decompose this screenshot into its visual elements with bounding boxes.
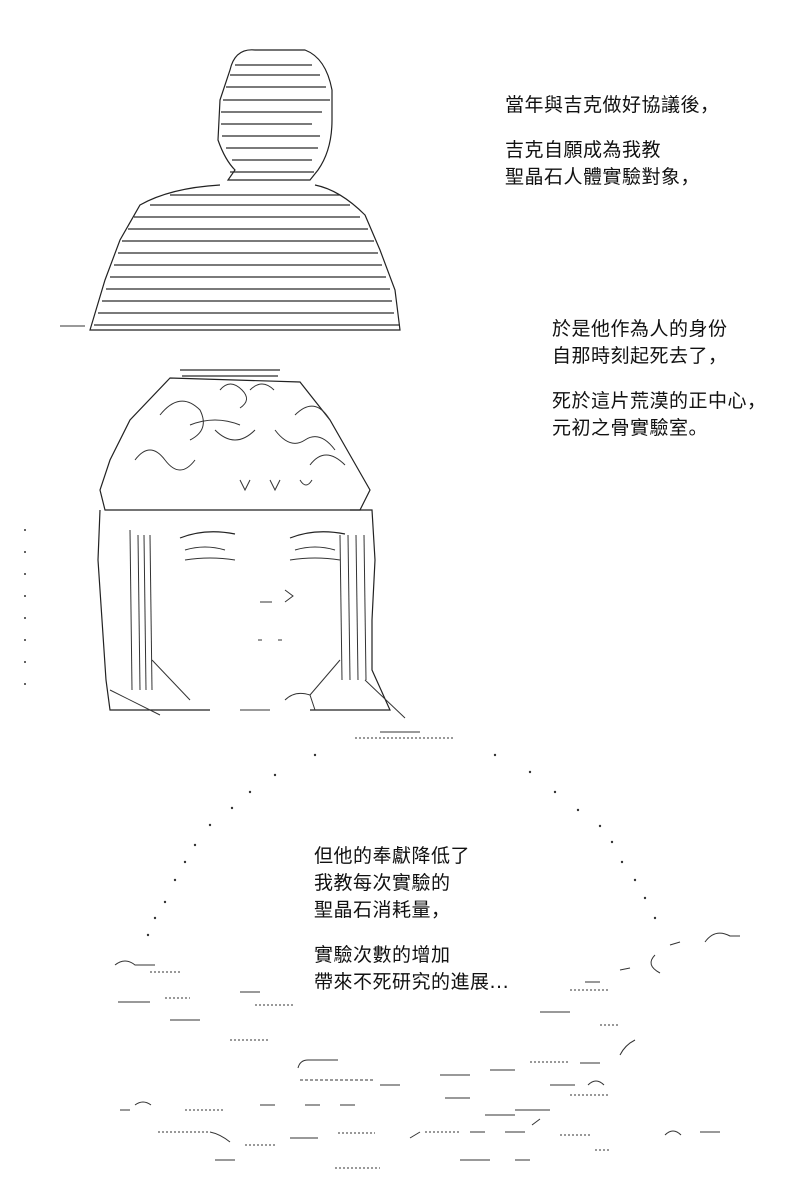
nose (284, 589, 294, 603)
right-eye (289, 531, 346, 539)
caption-panel2: 於是他作為人的身份 自那時刻起死去了， 死於這片荒漠的正中心， 元初之骨實驗室。 (552, 316, 767, 442)
dome-landscape-art (114, 731, 740, 1169)
crowned-face-art (24, 369, 406, 719)
caption-panel3: 但他的奉獻降低了 我教每次實驗的 聖晶石消耗量， 實驗次數的增加 帶來不死研究的… (314, 843, 509, 996)
caption-line: 聖晶石消耗量， (314, 899, 451, 921)
body-hatching (94, 194, 400, 326)
caption-line: 元初之骨實驗室。 (552, 417, 709, 439)
caption-line: 實驗次數的增加 (314, 944, 451, 966)
caption-line: 帶來不死研究的進展... (314, 971, 510, 993)
side-dots (24, 529, 26, 685)
caption-line: 死於這片荒漠的正中心， (552, 390, 767, 412)
caption-panel1: 當年與吉克做好協議後， 吉克自願成為我教 聖晶石人體實驗對象， (505, 92, 720, 191)
panel-dome: 但他的奉獻降低了 我教每次實驗的 聖晶石消耗量， 實驗次數的增加 帶來不死研究的… (0, 720, 800, 1200)
caption-line: 於是他作為人的身份 (552, 318, 728, 340)
caption-line: 聖晶石人體實驗對象， (505, 166, 701, 188)
left-eye (179, 531, 236, 539)
ground-strokes (114, 932, 740, 1169)
head-hatching (221, 64, 330, 173)
crown-hatching (180, 369, 280, 377)
hair-strands (109, 529, 406, 719)
caption-line: 自那時刻起死去了， (552, 345, 728, 367)
caption-line: 但他的奉獻降低了 (314, 845, 471, 867)
panel-silhouette: 當年與吉克做好協議後， 吉克自願成為我教 聖晶石人體實驗對象， (0, 0, 800, 340)
caption-line: 當年與吉克做好協議後， (505, 94, 720, 116)
silhouette-figure-art (60, 49, 401, 331)
caption-line: 吉克自願成為我教 (505, 139, 662, 161)
caption-line: 我教每次實驗的 (314, 872, 451, 894)
panel-face: 於是他作為人的身份 自那時刻起死去了， 死於這片荒漠的正中心， 元初之骨實驗室。 (0, 318, 800, 720)
dome-dots-left (146, 753, 657, 937)
